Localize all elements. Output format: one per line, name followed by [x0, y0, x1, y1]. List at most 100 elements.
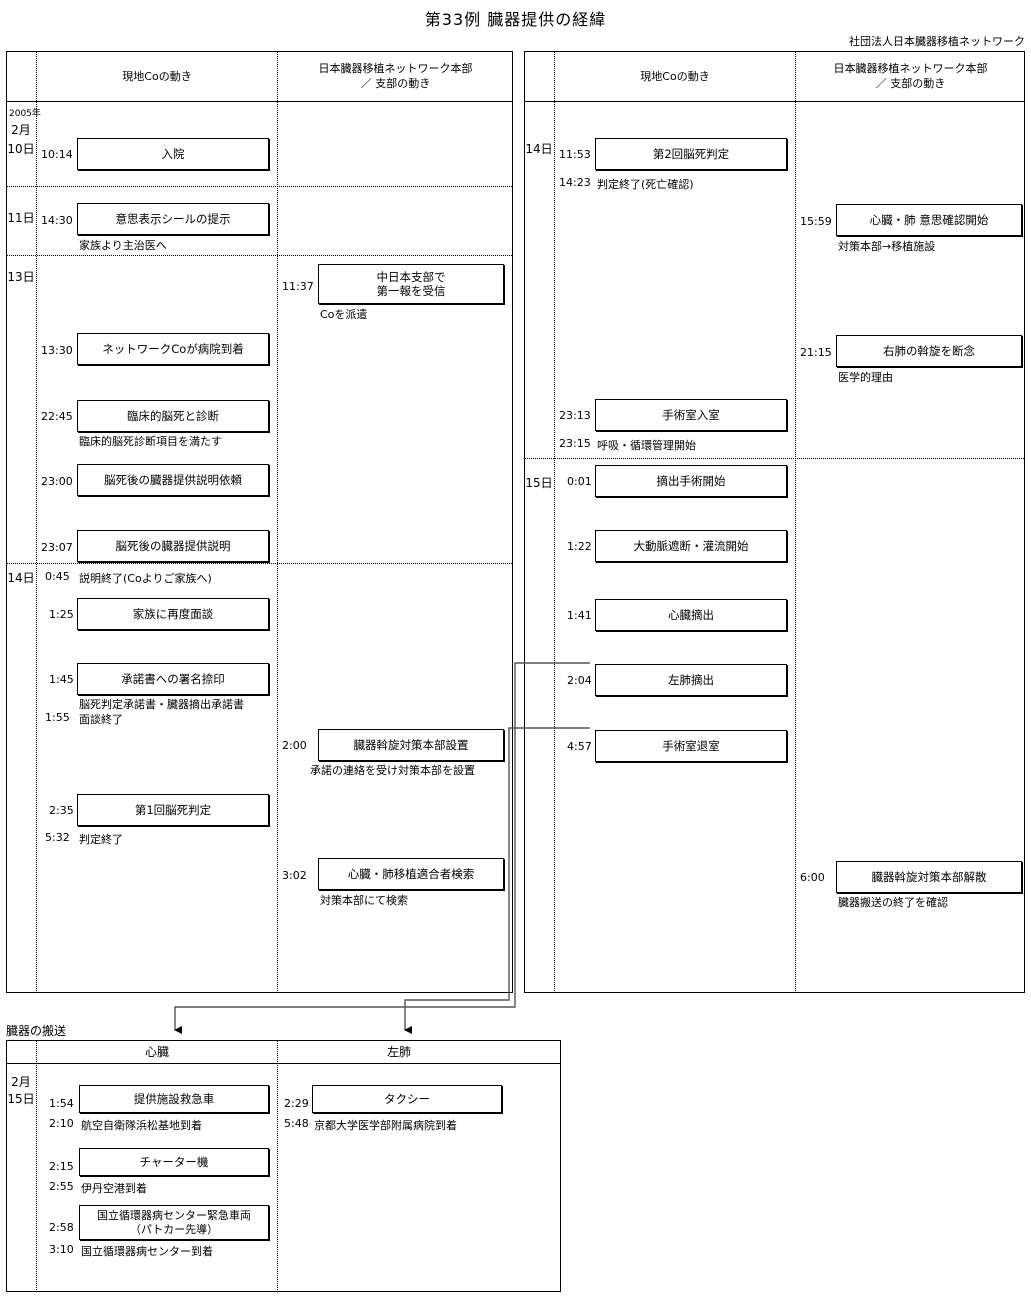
right-header-local-co: 現地Coの動き	[640, 69, 710, 83]
left-day-label-2: 13日	[7, 270, 35, 284]
left-local-time-6: 0:45	[45, 570, 70, 583]
left-local-box-2: ネットワークCoが病院到着	[77, 333, 269, 365]
left-year-label: 2005年	[9, 109, 41, 119]
right-local-time-3: 23:15	[559, 437, 591, 450]
left-local-plain-6: 説明終了(Coよりご家族へ)	[79, 572, 212, 585]
left-timeline-panel: 現地Coの動き 日本臓器移植ネットワーク本部 ／ 支部の動き 2005年 2月 …	[6, 51, 513, 993]
transport-heart-time-3: 2:55	[49, 1180, 74, 1193]
transport-heart-time-4: 2:58	[49, 1221, 74, 1234]
right-network-box-2: 臓器斡旋対策本部解散	[836, 861, 1022, 893]
right-network-time-2: 6:00	[800, 871, 825, 884]
transport-lung-time-1: 5:48	[284, 1117, 309, 1130]
right-local-box-7: 左肺摘出	[595, 664, 787, 696]
left-network-note-1: 承諾の連絡を受け対策本部を設置	[310, 764, 475, 777]
right-local-plain-3: 呼吸・循環管理開始	[597, 439, 696, 452]
left-local-plain-9: 面談終了	[79, 713, 123, 726]
transport-heart-plain-3: 伊丹空港到着	[81, 1182, 147, 1195]
transport-column-divider	[277, 1041, 278, 1292]
left-header-network-line2: ／ 支部の動き	[360, 77, 431, 90]
left-local-time-4: 23:00	[41, 475, 73, 488]
left-local-time-7: 1:25	[49, 608, 74, 621]
left-local-note-3: 臨床的脳死診断項目を満たす	[79, 435, 222, 448]
transport-heart-time-1: 2:10	[49, 1117, 74, 1130]
left-local-note-1: 家族より主治医へ	[79, 239, 167, 252]
transport-heart-box-4-line1: 国立循環器病センター緊急車両	[97, 1208, 251, 1222]
left-day-label-1: 11日	[7, 211, 35, 225]
transport-heart-plain-1: 航空自衛隊浜松基地到着	[81, 1119, 202, 1132]
left-local-time-0: 10:14	[41, 148, 73, 161]
right-header-network-line1: 日本臓器移植ネットワーク本部	[833, 62, 988, 76]
left-header-network: 日本臓器移植ネットワーク本部 ／ 支部の動き	[279, 52, 512, 102]
right-local-time-6: 1:41	[567, 609, 592, 622]
left-local-box-8: 承諾書への署名捺印	[77, 663, 269, 695]
right-network-box-0: 心臓・肺 意思確認開始	[836, 204, 1022, 236]
transport-lung-box-0: タクシー	[312, 1085, 502, 1113]
left-column-divider	[277, 52, 278, 993]
organization-credit: 社団法人日本臓器移植ネットワーク	[849, 35, 1025, 48]
transport-header-divider	[7, 1063, 560, 1064]
right-local-time-4: 0:01	[567, 475, 592, 488]
left-local-time-8: 1:45	[49, 673, 74, 686]
left-header-local-co: 現地Coの動き	[122, 69, 192, 83]
right-network-time-0: 15:59	[800, 215, 832, 228]
right-local-time-2: 23:13	[559, 409, 591, 422]
right-network-box-1: 右肺の斡旋を断念	[836, 335, 1022, 367]
left-header-network-line1: 日本臓器移植ネットワーク本部	[318, 62, 473, 76]
left-network-time-2: 3:02	[282, 869, 307, 882]
right-local-box-2: 手術室入室	[595, 399, 787, 431]
page-title: 第33例 臓器提供の経緯	[424, 10, 607, 29]
left-local-time-9: 1:55	[45, 711, 70, 724]
left-network-note-2: 対策本部にて検索	[320, 894, 408, 907]
left-local-box-7: 家族に再度面談	[77, 598, 269, 630]
right-day-column-divider	[554, 52, 555, 993]
left-local-time-5: 23:07	[41, 541, 73, 554]
right-day-label-0: 14日	[525, 142, 553, 156]
left-local-box-5: 脳死後の臓器提供説明	[77, 530, 269, 562]
transport-column-lung: 左肺	[386, 1044, 411, 1059]
right-local-time-0: 11:53	[559, 148, 591, 161]
left-day-divider-11	[7, 186, 512, 187]
right-column-divider	[795, 52, 796, 993]
transport-heart-box-0: 提供施設救急車	[79, 1085, 269, 1113]
left-local-note-8: 脳死判定承諾書・臓器摘出承諾書	[79, 698, 244, 711]
left-network-box-2: 心臓・肺移植適合者検索	[318, 858, 504, 890]
transport-heart-time-0: 1:54	[49, 1097, 74, 1110]
transport-panel: 心臓 左肺 2月 15日 1:54 提供施設救急車 2:10 航空自衛隊浜松基地…	[6, 1040, 561, 1292]
left-network-time-1: 2:00	[282, 739, 307, 752]
right-local-box-8: 手術室退室	[595, 730, 787, 762]
right-local-box-0: 第2回脳死判定	[595, 138, 787, 170]
left-network-time-0: 11:37	[282, 280, 314, 293]
transport-day-label-line2: 15日	[7, 1092, 35, 1106]
left-day-column-divider	[36, 52, 37, 993]
right-local-box-5: 大動脈遮断・灌流開始	[595, 530, 787, 562]
left-local-box-3: 臨床的脳死と診断	[77, 400, 269, 432]
right-local-time-5: 1:22	[567, 540, 592, 553]
right-local-box-4: 摘出手術開始	[595, 465, 787, 497]
transport-day-column-divider	[36, 1041, 37, 1292]
transport-column-heart: 心臓	[144, 1044, 169, 1059]
left-local-box-1: 意思表示シールの提示	[77, 203, 269, 235]
left-day-label-0-line1: 2月	[11, 123, 31, 137]
left-local-box-4: 脳死後の臓器提供説明依頼	[77, 464, 269, 496]
transport-heart-plain-5: 国立循環器病センター到着	[81, 1245, 213, 1258]
right-panel-header	[525, 52, 1024, 102]
left-network-box-0-line2: 第一報を受信	[376, 284, 446, 298]
left-local-time-11: 5:32	[45, 831, 70, 844]
left-network-box-1: 臓器斡旋対策本部設置	[318, 729, 504, 761]
right-day-divider-15	[525, 458, 1024, 459]
transport-lung-time-0: 2:29	[284, 1097, 309, 1110]
left-network-box-0-line1: 中日本支部で	[376, 269, 446, 284]
transport-lung-plain-1: 京都大学医学部附属病院到着	[314, 1119, 457, 1132]
right-day-label-1: 15日	[525, 476, 553, 490]
left-network-note-0: Coを派遣	[320, 308, 368, 321]
right-local-time-1: 14:23	[559, 176, 591, 189]
transport-heart-box-4-line2: （パトカー先導）	[129, 1222, 219, 1236]
right-header-network-line2: ／ 支部の動き	[875, 77, 946, 90]
left-day-divider-14	[7, 563, 512, 564]
left-day-divider-13	[7, 255, 512, 256]
left-local-time-3: 22:45	[41, 410, 73, 423]
transport-heart-time-2: 2:15	[49, 1160, 74, 1173]
left-network-box-0: 中日本支部で 第一報を受信	[318, 264, 504, 304]
left-local-box-0: 入院	[77, 138, 269, 170]
left-day-label-3: 14日	[7, 571, 35, 585]
